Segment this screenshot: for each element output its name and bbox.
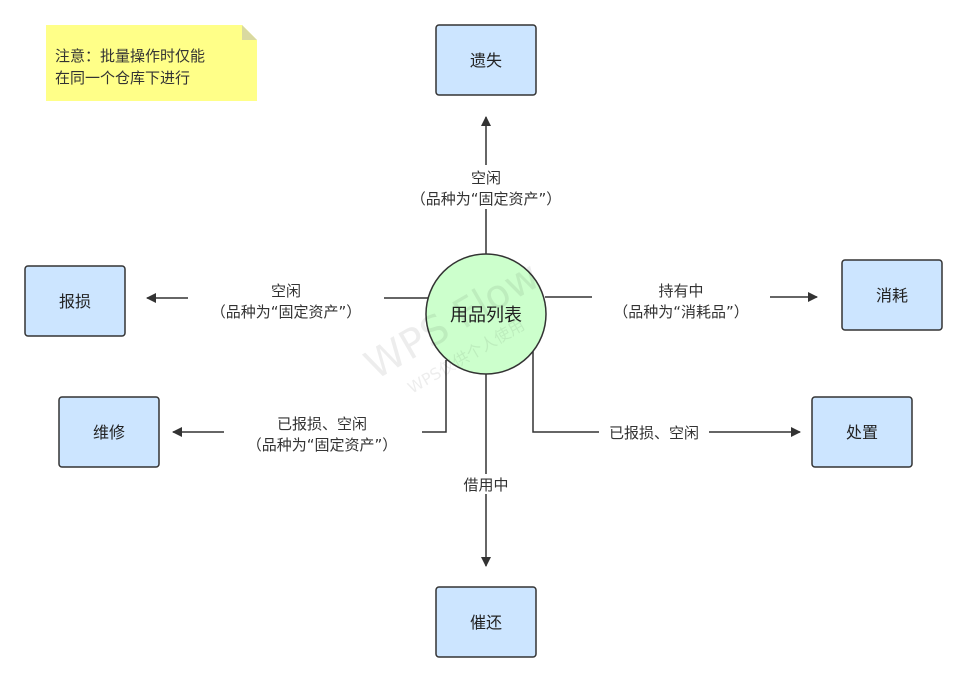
note-line-1: 注意：批量操作时仅能 <box>55 47 205 65</box>
edge-label-to-consume: 持有中 （品种为“消耗品”） <box>592 279 770 323</box>
node-repair-label: 维修 <box>93 423 125 442</box>
node-lost[interactable]: 遗失 <box>435 24 537 96</box>
edge-label-to-urge-return: 借用中 <box>456 474 516 494</box>
note-callout[interactable]: 注意：批量操作时仅能 在同一个仓库下进行 <box>46 25 257 101</box>
svg-text:空闲: 空闲 <box>471 169 501 187</box>
node-urge-return-label: 催还 <box>470 613 502 632</box>
edge-label-to-dispose: 已报损、空闲 <box>599 423 709 443</box>
node-dispose-label: 处置 <box>846 423 878 442</box>
svg-text:已报损、空闲: 已报损、空闲 <box>609 424 699 442</box>
node-scrap[interactable]: 报损 <box>24 265 126 337</box>
note-body <box>46 25 257 101</box>
node-consume[interactable]: 消耗 <box>841 259 943 331</box>
node-scrap-label: 报损 <box>59 292 91 311</box>
svg-text:借用中: 借用中 <box>463 476 508 494</box>
note-fold <box>242 25 257 40</box>
node-consume-label: 消耗 <box>876 286 908 305</box>
edge-label-to-scrap: 空闲 （品种为“固定资产”） <box>188 279 384 323</box>
svg-text:（品种为“固定资产”）: （品种为“固定资产”） <box>211 303 362 321</box>
edge-label-to-repair: 已报损、空闲 （品种为“固定资产”） <box>224 412 422 456</box>
note-line-2: 在同一个仓库下进行 <box>55 69 190 87</box>
svg-text:空闲: 空闲 <box>271 282 301 300</box>
node-repair[interactable]: 维修 <box>58 396 160 468</box>
svg-text:已报损、空闲: 已报损、空闲 <box>277 415 367 433</box>
svg-text:（品种为“固定资产”）: （品种为“固定资产”） <box>411 190 562 208</box>
center-node[interactable]: 用品列表 <box>425 253 547 375</box>
edge-to-dispose <box>532 350 801 437</box>
edge-label-to-lost: 空闲 （品种为“固定资产”） <box>396 165 580 209</box>
svg-text:持有中: 持有中 <box>658 282 703 300</box>
node-lost-label: 遗失 <box>470 51 502 70</box>
node-urge-return[interactable]: 催还 <box>435 586 537 658</box>
svg-text:（品种为“固定资产”）: （品种为“固定资产”） <box>247 436 398 454</box>
svg-text:（品种为“消耗品”）: （品种为“消耗品”） <box>613 303 749 321</box>
node-dispose[interactable]: 处置 <box>811 396 913 468</box>
center-label: 用品列表 <box>450 305 522 326</box>
